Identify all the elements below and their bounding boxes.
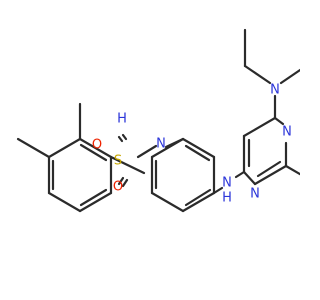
bond-phenyl-to-amine [212, 186, 224, 195]
pyrimidine-top-nitrogen-label: N [282, 125, 292, 140]
bond-pyrimidine-2 [242, 116, 277, 138]
bond-phenyl-4 [150, 191, 185, 213]
bond-phenyl-inner-1 [184, 144, 211, 162]
diethylamino-nitrogen-label: N [270, 83, 280, 98]
bond-pyrimidine-inner-2 [256, 160, 282, 178]
bond-xylyl-4 [78, 191, 113, 213]
bond-amine-to-pyrimidine [234, 170, 246, 179]
bond-xylyl-6 [78, 137, 113, 159]
molecule-structure-diagram: N H S O O N H N N N [16, 28, 300, 213]
sulfonamide-hydrogen-label: H [117, 112, 127, 127]
oxygen-bottom-label: O [113, 180, 123, 195]
bond-sulfur-o-top-1 [117, 135, 124, 143]
bond-pyrimidine-methyl [284, 164, 300, 176]
bond-phenyl-6 [150, 137, 185, 159]
bond-xylyl-inner-2 [79, 188, 108, 207]
amine-bridge-nitrogen-label: N [222, 176, 232, 191]
bond-methyl-ortho [16, 137, 51, 159]
sulfur-label: S [114, 154, 122, 169]
bond-xylyl-3 [47, 191, 82, 213]
amine-bridge-hydrogen-label: H [222, 191, 232, 206]
bond-ring-to-sulfur [109, 155, 146, 175]
bond-sulfur-o-bottom-1 [117, 176, 125, 186]
bond-phenyl-3 [181, 191, 216, 213]
bond-phenyl-inner-2 [184, 188, 212, 207]
pyrimidine-bottom-nitrogen-label: N [250, 187, 260, 202]
bond-diethylamino-ethyl-1a [243, 64, 272, 85]
oxygen-top-label: O [92, 138, 102, 153]
bond-pyrimidine-6 [242, 170, 257, 186]
bond-pyrimidine-5 [253, 164, 288, 186]
bond-phenyl-1 [181, 137, 216, 159]
bond-sulfur-o-top-2 [121, 133, 128, 141]
bond-xylyl-inner-3 [79, 143, 108, 162]
bond-diethylamino-ethyl-2a [279, 68, 300, 85]
bonds [16, 28, 300, 213]
sulfonamide-nitrogen-label: N [156, 137, 166, 152]
bond-sulfur-to-nitrogen [136, 144, 158, 159]
atom-labels: N H S O O N H N N N [92, 83, 292, 206]
bond-pyrimidine-3 [273, 116, 285, 126]
bond-xylyl-1 [47, 137, 82, 159]
bond-sulfur-o-bottom-2 [121, 178, 129, 188]
